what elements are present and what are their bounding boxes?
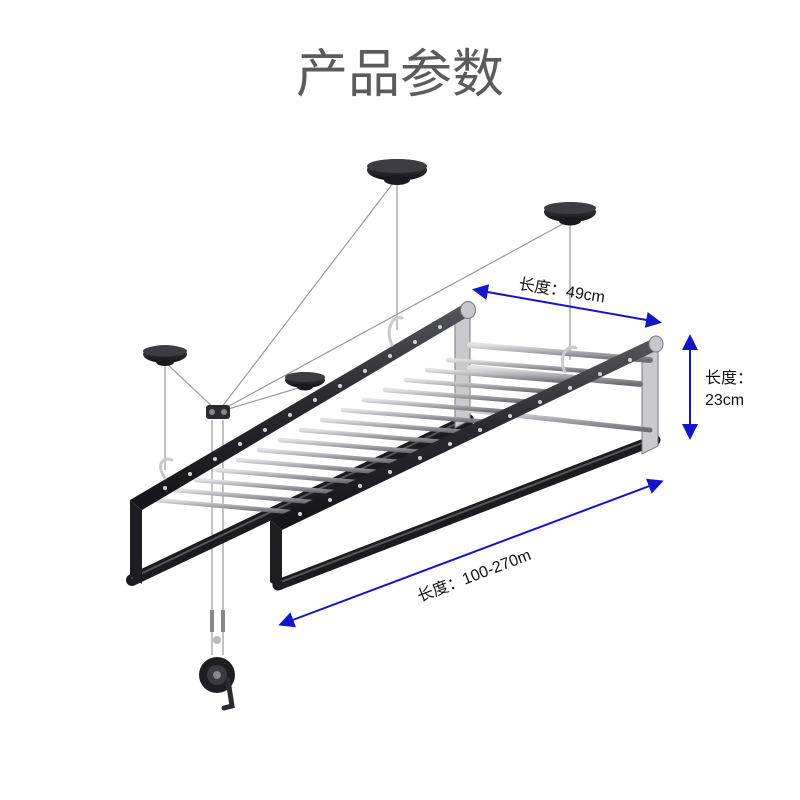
hand-crank-icon bbox=[199, 610, 235, 711]
pulley-block bbox=[206, 405, 230, 419]
ceiling-mount-icon bbox=[544, 202, 596, 226]
dimension-length-arrow bbox=[278, 478, 664, 628]
hook-icon bbox=[159, 316, 578, 480]
dimension-width-arrow bbox=[472, 284, 662, 328]
length-label: 长度：100-270m bbox=[415, 546, 534, 606]
ceiling-mount-icon bbox=[143, 345, 187, 366]
height-label-line2: 23cm bbox=[705, 392, 744, 409]
ceiling-mount-icon bbox=[367, 159, 427, 185]
page-title: 产品参数 bbox=[296, 45, 504, 105]
back-hanging-bar bbox=[272, 434, 661, 591]
right-end-bracket bbox=[454, 311, 659, 455]
width-label: 长度：49cm bbox=[517, 275, 606, 306]
ceiling-mount-icon bbox=[285, 372, 325, 391]
height-label-line1: 长度： bbox=[705, 369, 753, 387]
